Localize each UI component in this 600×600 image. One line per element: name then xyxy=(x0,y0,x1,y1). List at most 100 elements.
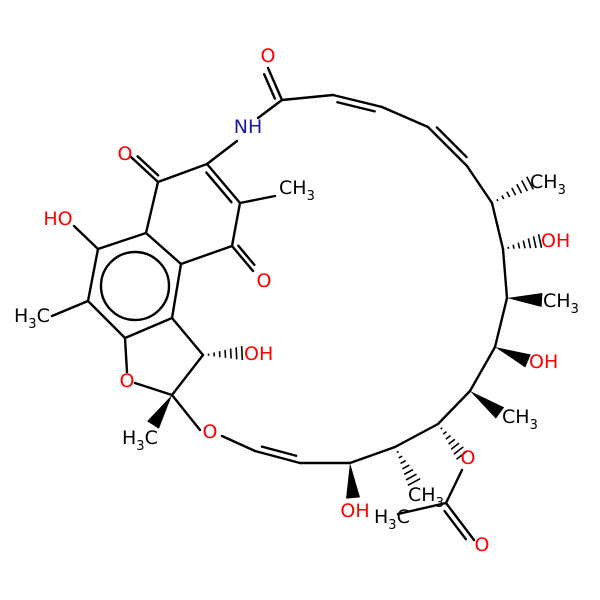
stereo-hash-bond xyxy=(240,345,244,361)
atom-label-methyl: CH3 xyxy=(530,171,566,198)
atom-label-methyl: CH3 xyxy=(279,177,315,204)
bond xyxy=(86,247,100,303)
atom-label-hydroxyl: OH xyxy=(541,230,570,252)
stereo-hash-bond xyxy=(512,244,515,249)
stereo-hash-bond xyxy=(229,348,232,359)
atom-label-methyl: H3C xyxy=(374,506,410,533)
stereo-hash-bond xyxy=(527,238,532,249)
atom-label-hydroxyl: OH xyxy=(244,343,273,365)
bond xyxy=(144,180,160,235)
bond xyxy=(136,155,160,177)
bond xyxy=(86,299,127,340)
stereo-hash-bond xyxy=(532,236,537,249)
bond xyxy=(262,73,277,100)
stereo-wedge-bond xyxy=(147,395,172,429)
stereo-hash-bond xyxy=(455,450,469,460)
atom-label-oxygen: O xyxy=(261,45,276,67)
stereo-hash-bond xyxy=(511,187,517,196)
stereo-hash-bond xyxy=(407,477,421,487)
stereo-hash-bond xyxy=(396,450,399,454)
stereo-hash-bond xyxy=(442,431,447,435)
stereo-hash-bond xyxy=(403,468,414,476)
atom-label-hydroxyl: HO xyxy=(43,208,72,230)
bond xyxy=(260,445,298,457)
stereo-hash-bond xyxy=(235,347,238,360)
bond xyxy=(490,201,505,251)
bond xyxy=(205,139,239,166)
atom-label-oxygen: O xyxy=(461,447,476,469)
bond xyxy=(435,126,468,159)
stereo-hash-bond xyxy=(517,242,521,249)
bond xyxy=(444,468,464,505)
bond xyxy=(96,231,148,251)
stereo-hash-bond xyxy=(450,442,460,450)
bond xyxy=(436,389,472,426)
stereo-hash-bond xyxy=(405,473,417,481)
bond xyxy=(468,345,497,393)
atom-label-hydroxyl: OH xyxy=(529,351,558,373)
bond xyxy=(465,164,494,205)
bond xyxy=(170,262,183,320)
bond xyxy=(493,296,509,349)
bond xyxy=(266,66,284,102)
bond xyxy=(220,434,257,453)
atom-label-nh: NH xyxy=(234,116,263,138)
bond xyxy=(179,244,234,266)
bond xyxy=(123,316,174,340)
bond xyxy=(396,501,448,516)
stereo-hash-bond xyxy=(526,176,534,190)
atom-label-methyl: H3C xyxy=(122,427,158,454)
bond xyxy=(230,201,242,248)
atom-label-hydroxyl: OH xyxy=(340,500,369,522)
bond xyxy=(336,101,376,113)
atom-label-methyl: CH3 xyxy=(543,290,579,317)
stereo-hash-bond xyxy=(521,180,529,192)
atom-label-methyl: CH3 xyxy=(408,484,444,511)
bond xyxy=(170,316,205,357)
bond xyxy=(50,299,90,318)
stereo-hash-bond xyxy=(496,198,499,202)
stereo-wedge-bond xyxy=(470,391,505,419)
stereo-wedge-bond xyxy=(507,293,543,307)
atom-label-layer: O NH O CH3 HO O H3C OH O H3C O CH3 OH CH… xyxy=(14,45,579,556)
stereo-wedge-bond xyxy=(346,463,360,499)
stereo-hash-bond xyxy=(440,427,443,430)
bond xyxy=(205,162,242,205)
bond xyxy=(331,93,384,109)
atom-label-oxygen: O xyxy=(257,270,272,292)
bond xyxy=(501,247,509,300)
stereo-hash-bond xyxy=(506,191,511,198)
bond xyxy=(426,125,469,168)
stereo-hash-bond xyxy=(516,183,523,194)
bond xyxy=(393,422,440,449)
bond xyxy=(144,231,183,266)
bond xyxy=(253,449,302,465)
bond xyxy=(170,353,205,397)
bond xyxy=(238,194,277,205)
stereo-hash-bond xyxy=(400,459,407,465)
bond-layer xyxy=(50,66,509,542)
bond xyxy=(444,501,476,542)
atom-label-oxygen: O xyxy=(120,370,135,392)
stereo-wedge-bond xyxy=(495,347,531,368)
stereo-hash-bond xyxy=(445,434,452,440)
atom-label-methyl: CH3 xyxy=(502,406,538,433)
stereo-hash-bond xyxy=(401,464,410,470)
atom-label-methyl: H3C xyxy=(14,305,50,332)
stereo-hash-bond xyxy=(537,233,543,249)
bond xyxy=(72,224,100,251)
atom-label-oxygen: O xyxy=(118,143,133,165)
atom-label-oxygen: O xyxy=(475,534,490,556)
bond xyxy=(280,93,335,102)
stereo-hash-bond xyxy=(522,240,526,249)
bond xyxy=(348,445,397,465)
bond xyxy=(170,393,202,432)
stereo-wedge-layer xyxy=(147,176,543,499)
bond xyxy=(380,105,430,129)
bond xyxy=(133,381,174,397)
bond xyxy=(205,171,233,204)
bond xyxy=(443,509,468,541)
bond xyxy=(123,336,129,374)
stereo-hash-bond xyxy=(453,446,464,455)
